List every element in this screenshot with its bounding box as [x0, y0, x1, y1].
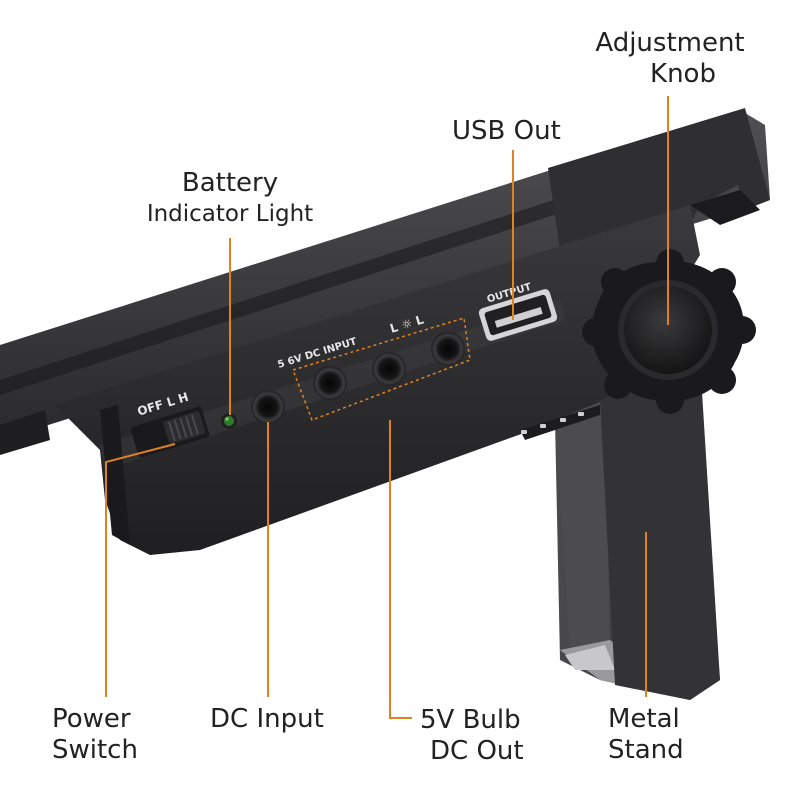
dc-input-port [251, 390, 285, 424]
metal-stand-body [520, 360, 720, 700]
metal-stand-label: Metal Stand [608, 704, 684, 765]
bulb-dc-port-right [431, 332, 465, 366]
leader-bulb-dc-out [389, 420, 412, 719]
panel-frame [0, 108, 770, 455]
usb-out-label: USB Out [452, 116, 561, 146]
battery-indicator-label: Battery Indicator Light [146, 168, 314, 227]
leader-power-switch [105, 443, 176, 697]
adjustment-knob [582, 249, 756, 414]
battery-indicator-led [221, 413, 237, 429]
bulb-dc-out-label: 5V Bulb DC Out [420, 705, 524, 766]
dc-input-label: DC Input [210, 704, 324, 734]
power-switch-label: Power Switch [52, 704, 138, 765]
bulb-dc-port-middle [372, 352, 406, 386]
adjustment-knob-label: Adjustment Knob [595, 28, 745, 89]
bulb-dc-port-left [313, 366, 347, 400]
leader-lines [105, 96, 669, 719]
